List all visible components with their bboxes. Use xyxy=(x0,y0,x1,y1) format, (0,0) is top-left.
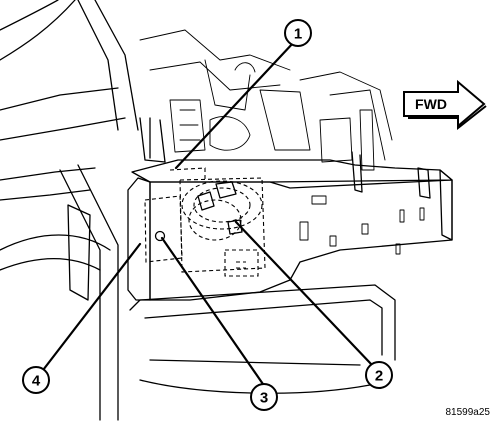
callout-2-label: 2 xyxy=(375,368,383,385)
callout-1-label: 1 xyxy=(294,26,302,43)
frame-rail xyxy=(127,159,453,301)
leader-line-4 xyxy=(38,242,142,376)
vehicle-background-structure xyxy=(0,0,431,421)
callout-3-label: 3 xyxy=(260,390,268,407)
bolt-hole xyxy=(154,230,166,242)
leader-line-3 xyxy=(160,236,267,389)
figure-id: 81599a25 xyxy=(446,407,491,418)
leader-lines xyxy=(38,40,374,389)
callout-2: 2 xyxy=(365,361,393,389)
leader-line-2 xyxy=(234,220,374,367)
forward-label: FWD xyxy=(415,96,447,112)
callout-1: 1 xyxy=(284,19,312,47)
callout-3: 3 xyxy=(250,383,278,411)
leader-line-1 xyxy=(174,40,296,170)
forward-direction-arrow: FWD xyxy=(403,79,487,131)
bushing-assembly xyxy=(181,180,263,241)
callout-4-label: 4 xyxy=(32,373,41,390)
callout-4: 4 xyxy=(22,366,50,394)
